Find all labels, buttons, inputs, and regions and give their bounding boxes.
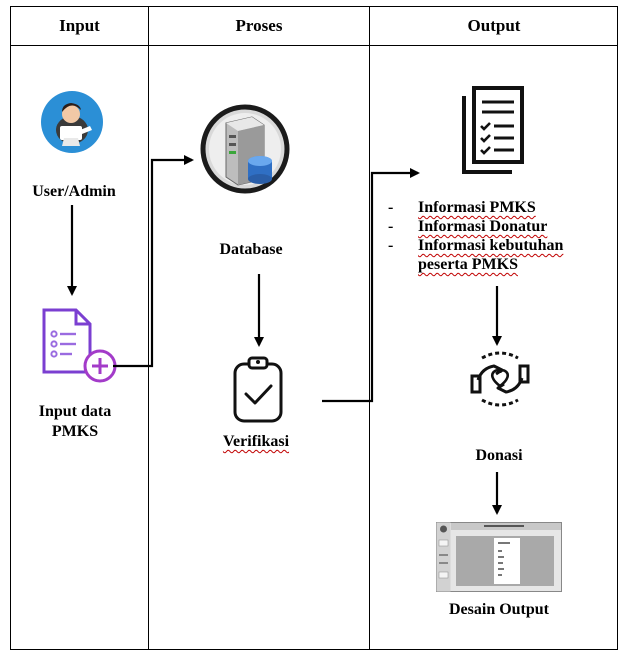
list-item-text: Informasi kebutuhan peserta PMKS	[418, 237, 564, 273]
header-input: Input	[59, 16, 100, 35]
report-documents-icon	[462, 86, 524, 174]
output-info-item: - Informasi Donatur	[388, 217, 618, 236]
output-info-list: - Informasi PMKS - Informasi Donatur - I…	[388, 198, 618, 274]
list-item-text: Informasi Donatur	[418, 218, 548, 235]
list-dash: -	[388, 237, 394, 254]
input-data-label: Input data PMKS	[20, 402, 130, 442]
user-admin-label: User/Admin	[32, 183, 116, 200]
list-dash: -	[388, 199, 394, 216]
database-server-icon	[200, 104, 290, 194]
header-proses: Proses	[235, 16, 283, 35]
user-admin-icon	[41, 91, 103, 153]
header-divider	[11, 45, 617, 46]
diagram-grid: Input Proses Output	[10, 6, 618, 650]
verifikasi-label: Verifikasi	[196, 432, 316, 452]
desain-output-label: Desain Output	[448, 601, 550, 618]
input-data-label-line2: PMKS	[51, 423, 99, 440]
verifikasi-text: Verifikasi	[222, 433, 290, 450]
list-item-text: Informasi PMKS	[418, 199, 536, 216]
output-info-item: - Informasi PMKS	[388, 198, 618, 217]
clipboard-check-icon	[233, 356, 283, 423]
list-dash: -	[388, 218, 394, 235]
donasi-label: Donasi	[475, 447, 523, 464]
arrow-input-to-database	[113, 155, 194, 368]
donation-hands-heart-icon	[470, 351, 530, 407]
output-design-thumbnail-icon	[436, 522, 562, 592]
input-data-label-line1: Input data	[38, 403, 112, 420]
header-output: Output	[467, 16, 521, 35]
arrow-verifikasi-to-output	[322, 168, 420, 403]
database-label: Database	[219, 241, 283, 258]
column-divider-2	[369, 7, 370, 649]
output-info-item: - Informasi kebutuhan peserta PMKS	[388, 236, 618, 274]
column-divider-1	[148, 7, 149, 649]
